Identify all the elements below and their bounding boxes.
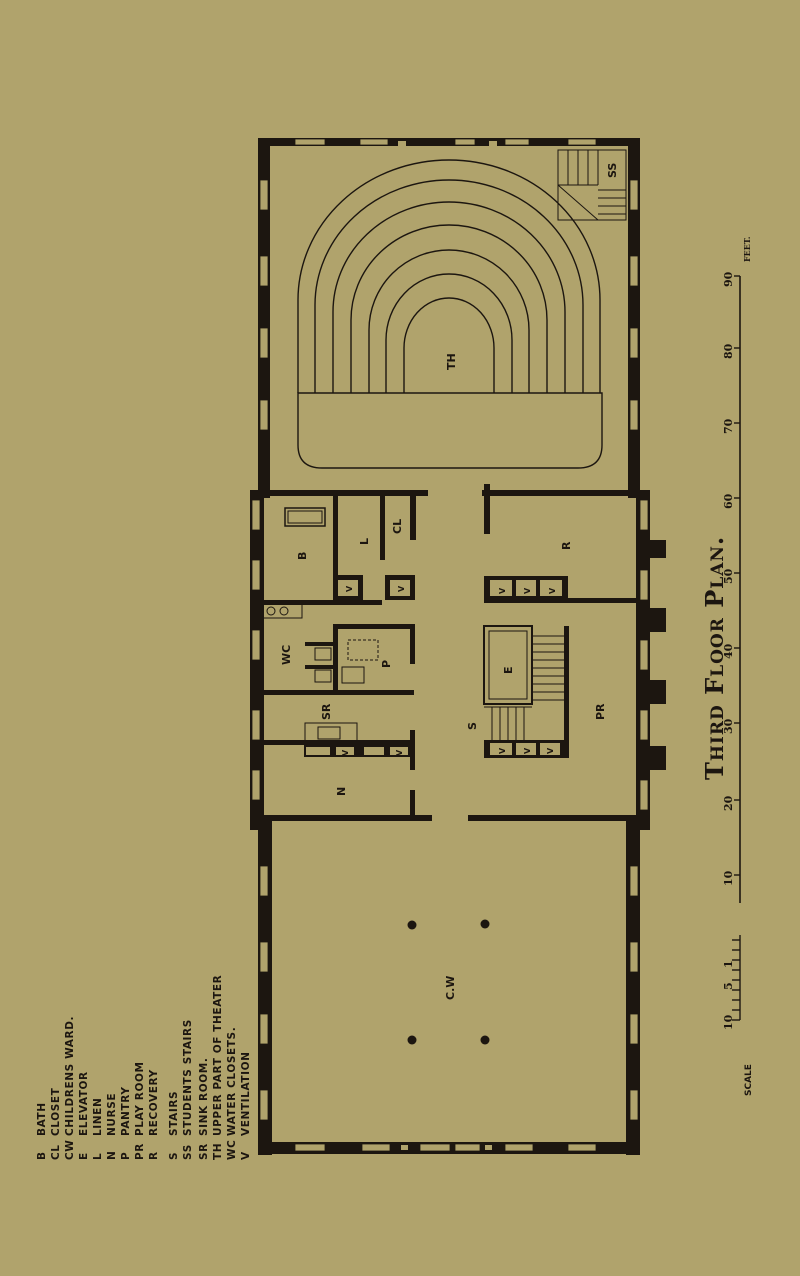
- room-label-play-room: PR: [594, 703, 607, 720]
- room-label-theater: TH: [445, 353, 458, 370]
- scale-tick: 10: [722, 1014, 735, 1030]
- vent-label: V: [498, 747, 507, 754]
- scale-tick: 10: [722, 870, 735, 886]
- vent-label: V: [546, 747, 555, 754]
- vent-label: V: [345, 585, 354, 592]
- room-label-childrens-ward: C.W: [444, 976, 457, 1000]
- room-label-stairs: S: [466, 722, 479, 730]
- room-label-students-stairs: SS: [606, 163, 619, 178]
- scale-tick: 20: [722, 795, 735, 811]
- vent-label: V: [523, 587, 532, 594]
- vent-label: V: [395, 749, 404, 756]
- scale-tick: 60: [722, 493, 735, 509]
- scale-tick: 5: [722, 982, 735, 990]
- room-label-pantry: P: [380, 660, 393, 668]
- room-label-sink-room: SR: [320, 703, 333, 720]
- room-label-bath: B: [296, 552, 309, 560]
- scale-tick: 90: [722, 271, 735, 287]
- vent-label: V: [548, 587, 557, 594]
- room-label-elevator: E: [502, 666, 515, 674]
- scale-label: SCALE: [744, 1064, 754, 1096]
- vent-label: V: [341, 749, 350, 756]
- vent-label: V: [397, 585, 406, 592]
- scale-tick: 80: [722, 343, 735, 359]
- scale-tick: 30: [722, 718, 735, 734]
- room-label-closet: CL: [391, 519, 404, 534]
- room-label-nurse: N: [335, 787, 348, 796]
- scale-tick: 40: [722, 643, 735, 659]
- scale-tick: 50: [722, 568, 735, 584]
- room-label-recovery: R: [560, 541, 573, 550]
- scale-unit: FEET.: [742, 236, 752, 262]
- scale-tick: 1: [722, 960, 735, 968]
- room-label-linen: L: [358, 538, 371, 545]
- room-label-wc: WC: [280, 645, 293, 665]
- vent-label: V: [523, 747, 532, 754]
- vent-label: V: [498, 587, 507, 594]
- scale-tick: 70: [722, 418, 735, 434]
